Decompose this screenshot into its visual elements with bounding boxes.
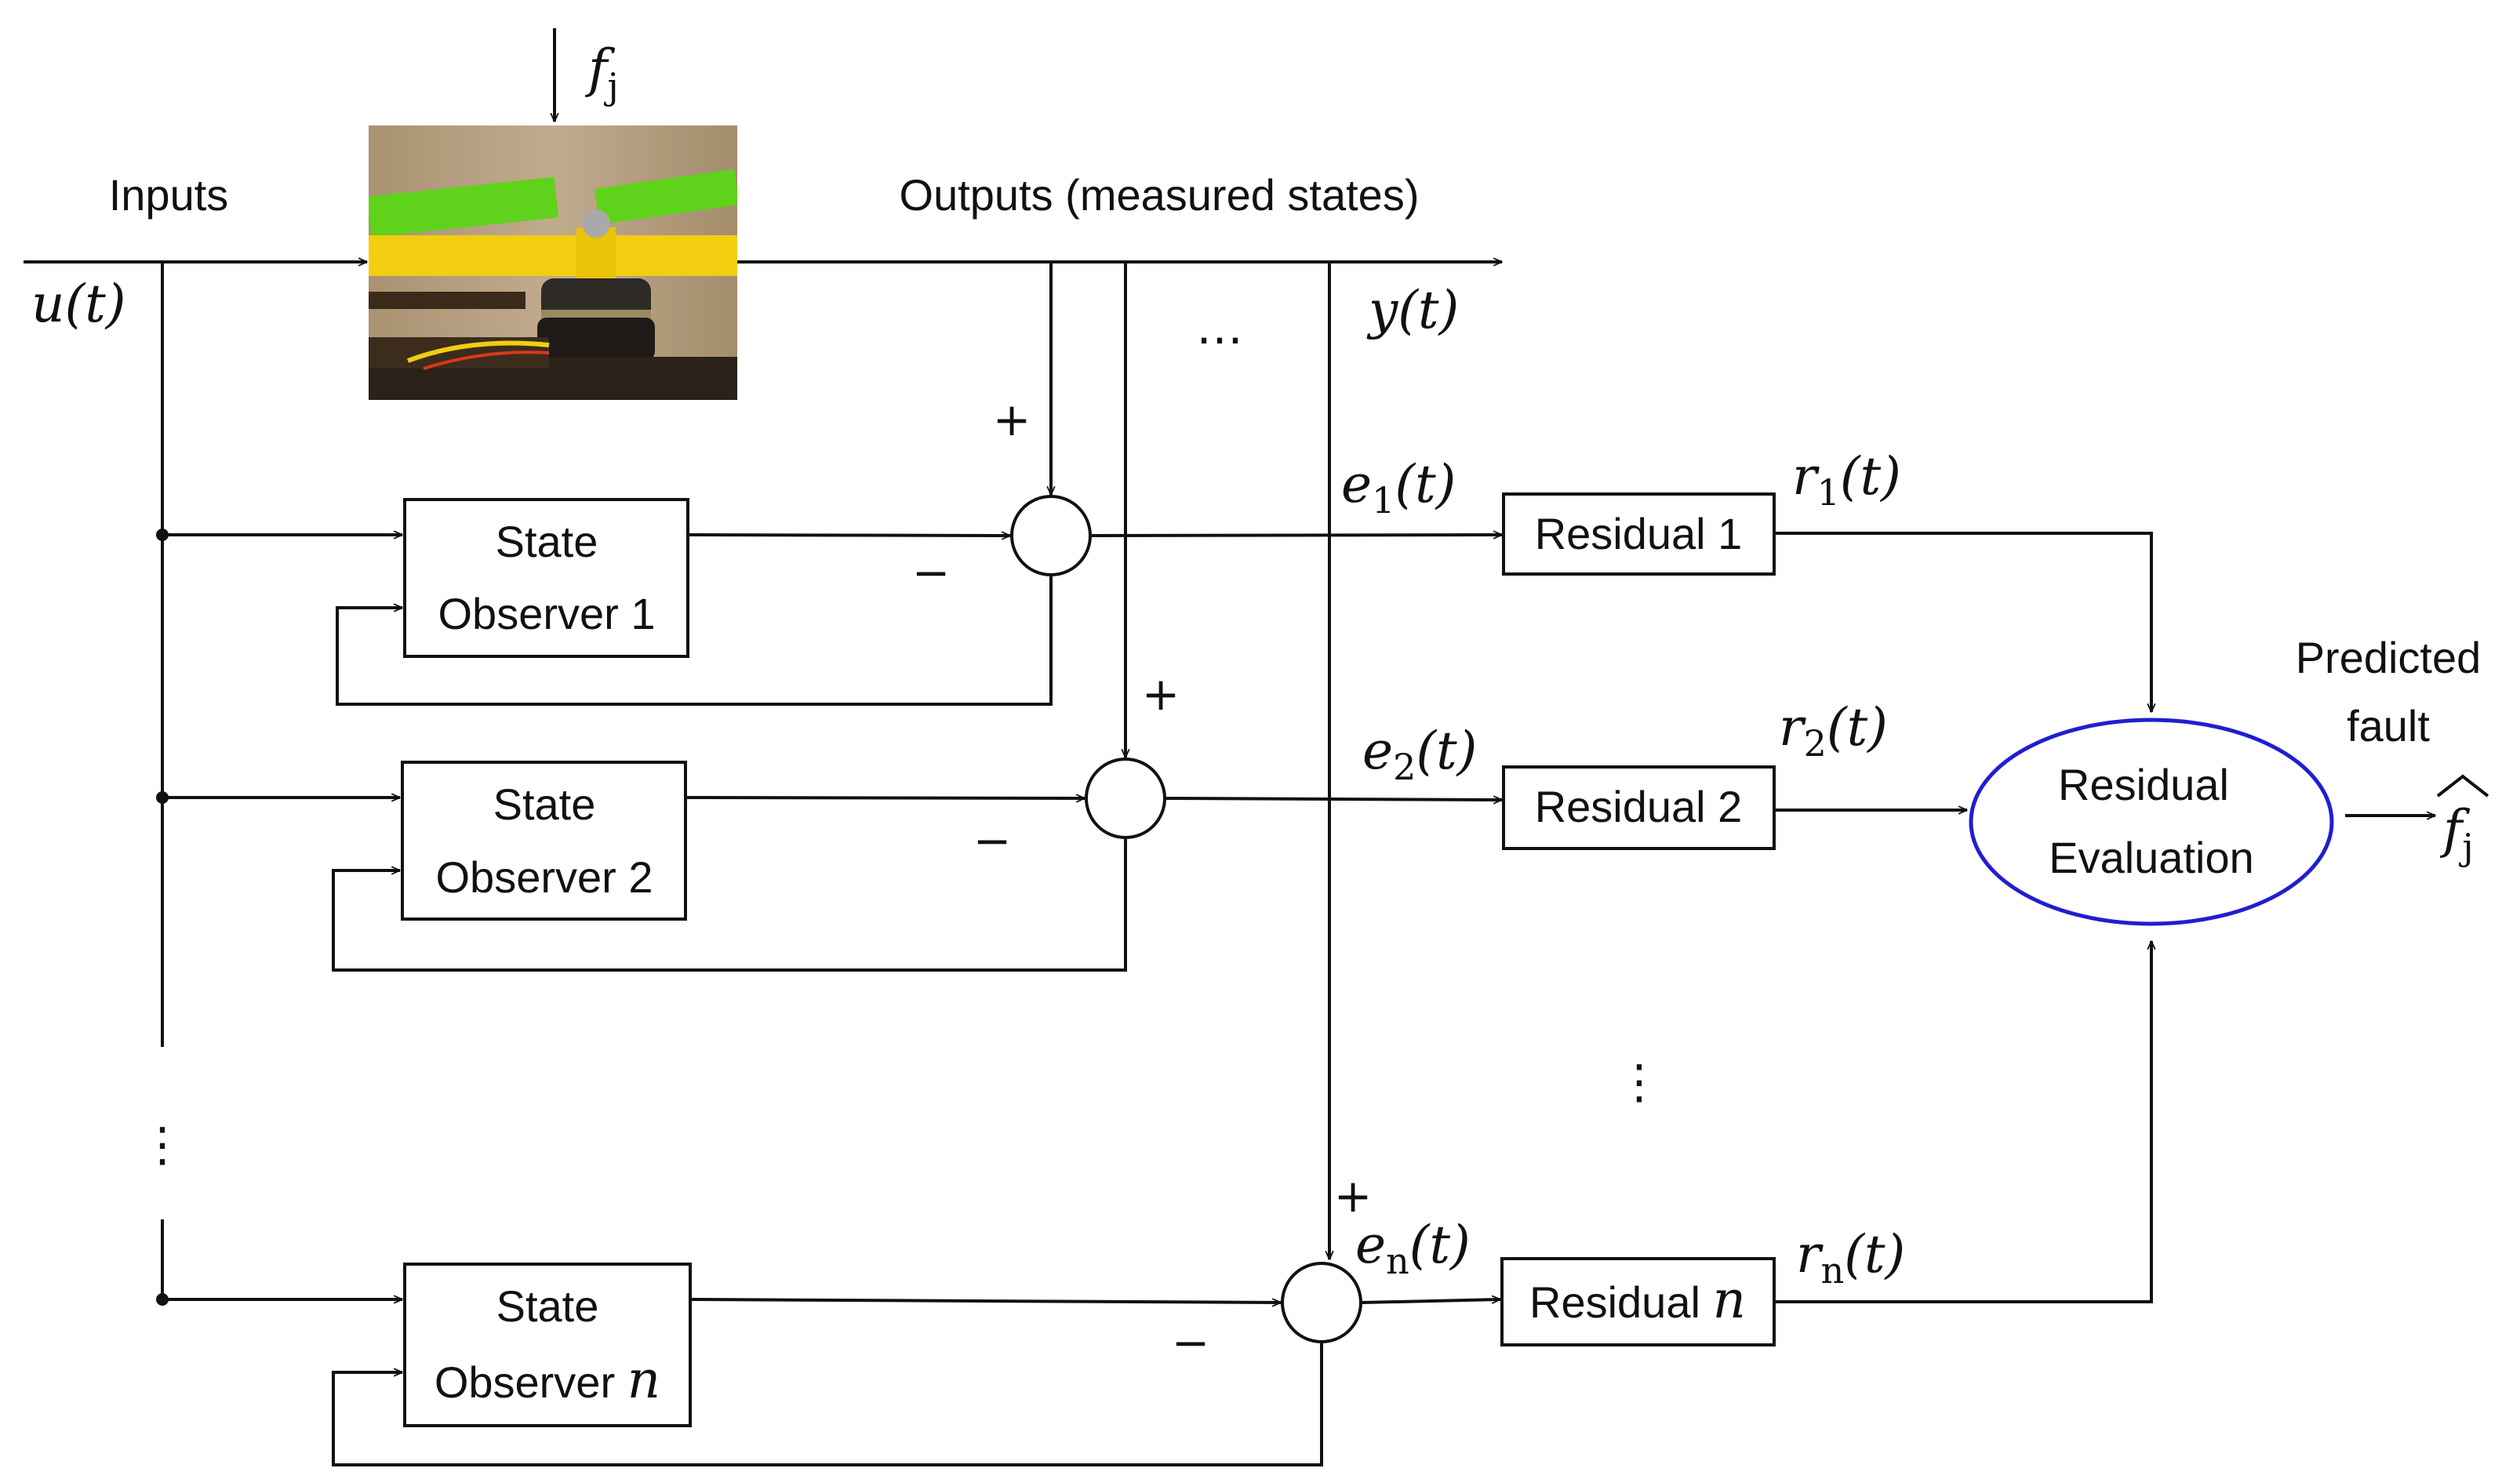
propeller-yellow: [369, 235, 737, 276]
fault-output-label: fj: [2439, 799, 2474, 868]
observer-label: Observer 2: [436, 852, 653, 902]
evaluation-label: Evaluation: [2049, 833, 2254, 882]
minus-sign: −: [912, 546, 951, 599]
residual-label: Residual n: [1529, 1270, 1746, 1330]
input-signal-label: u(t): [31, 274, 126, 334]
outputs-label: Outputs (measured states): [900, 170, 1420, 220]
observer-label: State: [493, 779, 596, 829]
propeller-green: [594, 169, 737, 225]
plus-sign: +: [993, 393, 1031, 446]
predicted-label: Predicted: [2296, 633, 2482, 682]
residual-signal-n: rn(t): [1796, 1224, 1905, 1292]
minus-sign: −: [1172, 1316, 1210, 1369]
propeller-green: [369, 176, 559, 238]
motor-wire: [423, 351, 550, 370]
error-signal-n: en(t): [1355, 1215, 1471, 1282]
plus-sign: +: [1334, 1169, 1373, 1223]
residual-block-2: Residual 2: [1502, 765, 1776, 850]
state-observer-1: State Observer 1: [403, 498, 689, 658]
residual-label: Residual 2: [1535, 782, 1743, 831]
state-observer-2: State Observer 2: [401, 761, 687, 921]
state-observer-n: State Observer n: [403, 1263, 692, 1427]
predicted-fault-symbol: fj: [2436, 774, 2489, 868]
observer-label: Observer 1: [438, 589, 656, 638]
junction-dot: [156, 1293, 169, 1306]
drone-photo: [369, 125, 737, 400]
residual-signal-2: r2(t): [1779, 697, 1888, 765]
observer-label: Observer n: [435, 1350, 660, 1410]
observer-label: State: [496, 517, 598, 566]
horizontal-ellipsis: …: [1196, 300, 1243, 355]
junction-dot: [156, 529, 169, 541]
signal-wires: [24, 28, 2435, 1466]
plus-sign: +: [1142, 667, 1180, 721]
residual-block-n: Residual n: [1500, 1257, 1776, 1346]
summing-junction-1: [1010, 495, 1092, 576]
error-signal-2: e2(t): [1362, 721, 1477, 788]
minus-sign: −: [973, 814, 1012, 867]
residual-evaluation: Residual Evaluation: [1969, 718, 2334, 926]
predicted-label: fault: [2347, 701, 2430, 750]
residual-signal-1: r1(t): [1792, 446, 1901, 514]
summing-junction-2: [1085, 758, 1166, 839]
hat-icon: [2436, 774, 2489, 798]
motor-nut: [582, 209, 610, 238]
motor-base: [537, 318, 655, 361]
vertical-ellipsis: ⋮: [139, 1117, 186, 1172]
inputs-label: Inputs: [109, 170, 229, 220]
output-signal-label: y(t): [1366, 280, 1459, 340]
residual-block-1: Residual 1: [1502, 492, 1776, 576]
error-signal-1: e1(t): [1341, 454, 1456, 521]
fault-input-label: fj: [584, 38, 619, 107]
summing-junction-n: [1281, 1262, 1362, 1343]
vertical-ellipsis: ⋮: [1616, 1055, 1663, 1110]
frame-arm-far: [369, 292, 525, 309]
residual-label: Residual 1: [1535, 509, 1743, 558]
observer-label: State: [496, 1281, 599, 1331]
evaluation-label: Residual: [2058, 760, 2229, 809]
motor-wire: [406, 340, 550, 363]
junction-dot: [156, 791, 169, 804]
